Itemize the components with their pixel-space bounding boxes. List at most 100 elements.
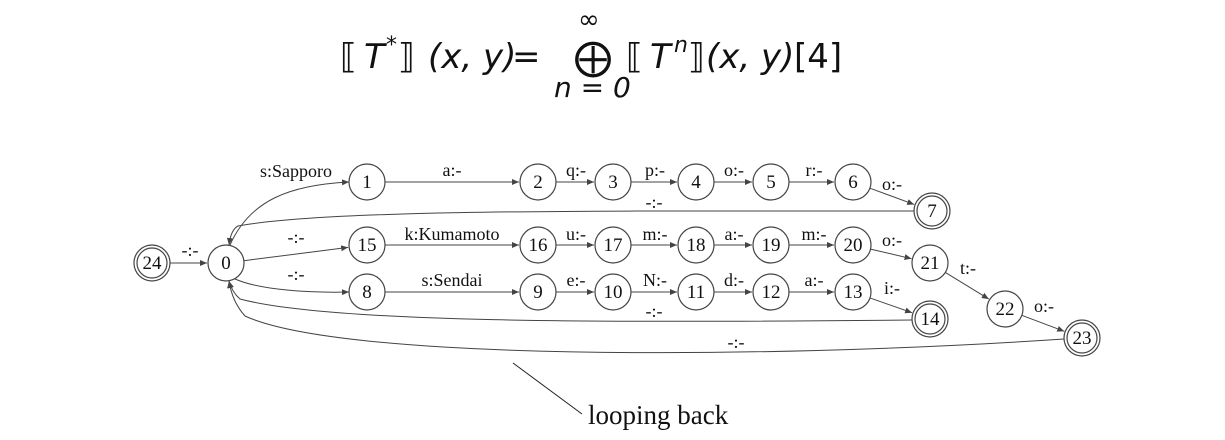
state-label: 11 [687,282,705,303]
transition-label-13-14: i:- [884,278,900,298]
transition-label-14-0: -:- [646,301,663,321]
transition-edge-21-22 [945,271,990,300]
state-label: 1 [362,172,372,193]
upper-limit: ∞ [578,5,600,35]
state-label: 3 [608,172,618,193]
state-22: 22 [986,290,1024,328]
state-circle [519,163,557,201]
state-label: 14 [921,309,941,330]
state-circle [594,226,632,264]
transition-edge-0-8 [234,278,350,296]
state-circle [752,226,790,264]
state-label: 15 [358,235,377,256]
transition-label-12-13: a:- [805,270,824,290]
transition-edge-0-15 [243,245,349,262]
transition-label-3-4: p:- [645,160,665,180]
state-label: 18 [687,235,706,256]
state-circle [986,290,1024,328]
transition-edge-0-1 [229,179,350,246]
transition-label-5-6: r:- [806,160,823,180]
state-label: 19 [762,235,781,256]
annotation-text: looping back [588,400,729,430]
state-label: 2 [533,172,543,193]
transition-label-19-20: m:- [802,224,827,244]
transition-label-20-21: o:- [882,230,902,250]
transition-label-8-9: s:Sendai [422,270,483,290]
state-label: 7 [927,201,937,222]
state-13: 13 [834,273,872,311]
transition-label-0-15: -:- [288,227,305,247]
state-label: 0 [221,253,231,274]
state-circle [677,163,715,201]
state-8: 8 [348,273,386,311]
state-10: 10 [594,273,632,311]
state-label: 21 [921,253,940,274]
lhs-superscript: * [386,33,397,58]
state-label: 20 [844,235,863,256]
transition-label-24-0: -:- [182,240,199,260]
transition-edge-14-0 [228,280,913,322]
state-circle [207,244,245,282]
state-label: 9 [533,282,543,303]
state-circle [348,226,386,264]
state-label: 23 [1073,328,1092,349]
state-label: 12 [762,282,781,303]
state-12: 12 [752,273,790,311]
state-4: 4 [677,163,715,201]
state-18: 18 [677,226,715,264]
rhs-arguments: (x, y) [706,37,794,77]
state-7: 7 [913,192,951,230]
direct-sum-operator: ⨁ [574,35,612,79]
state-16: 16 [519,226,557,264]
state-5: 5 [752,163,790,201]
rhs-symbol: T [650,37,673,77]
state-14: 14 [911,300,949,338]
state-24: 24 [133,244,171,282]
transition-label-17-18: m:- [643,224,668,244]
state-0: 0 [207,244,245,282]
state-circle [677,273,715,311]
state-label: 10 [604,282,623,303]
lower-limit: n = 0 [554,71,631,104]
transition-label-9-10: e:- [567,270,586,290]
final-state-ring [1066,322,1098,354]
transition-label-0-1: s:Sapporo [260,161,332,181]
state-label: 22 [996,299,1015,320]
state-circle [519,226,557,264]
state-1: 1 [348,163,386,201]
lhs-symbol: T [364,37,387,77]
annotation-pointer-line [512,362,583,415]
transition-label-22-23: o:- [1034,296,1054,316]
state-circle [834,273,872,311]
state-label: 16 [529,235,548,256]
kleene-star-formula: ⟦ T * ⟧ (x, y) = ∞ ⨁ n = 0 ⟦ T n ⟧ (x, y… [340,5,842,104]
state-label: 4 [691,172,701,193]
lhs-bracket-close: ⟧ [398,37,415,77]
transition-edge-22-23 [1021,314,1065,332]
state-11: 11 [677,273,715,311]
state-label: 8 [362,282,372,303]
transition-label-0-8: -:- [288,264,305,284]
state-circle [348,163,386,201]
state-21: 21 [911,244,949,282]
transition-edges [170,179,1065,354]
rhs-superscript: n [674,33,688,58]
lhs-bracket-open: ⟦ [340,37,357,77]
state-2: 2 [519,163,557,201]
state-circle [834,163,872,201]
state-15: 15 [348,226,386,264]
final-state-ring [914,303,946,335]
transition-label-23-0: -:- [728,332,745,352]
state-circle [594,273,632,311]
looping-back-annotation: looping back [512,362,729,430]
state-23: 23 [1063,319,1101,357]
state-circle [834,226,872,264]
rhs-bracket-open: ⟦ [626,37,643,77]
state-17: 17 [594,226,632,264]
transition-edge-20-21 [870,248,912,261]
transition-label-1-2: a:- [443,160,462,180]
state-circle [519,273,557,311]
transition-label-11-12: d:- [724,270,744,290]
transition-edge-13-14 [869,297,913,314]
